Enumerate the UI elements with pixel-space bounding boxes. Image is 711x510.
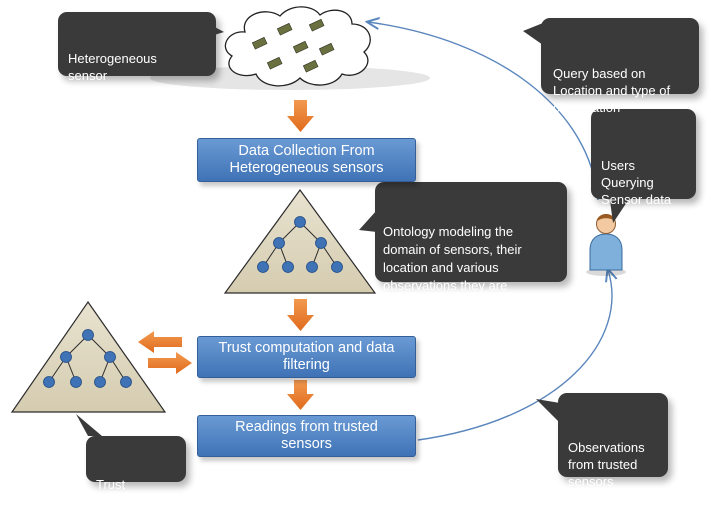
callout-pointer [359,210,377,232]
trust-ontology-tree-icon [10,300,167,413]
trust-computation-box: Trust computation and data filtering [197,336,416,378]
callout-heterogeneous-sensor-networks: Heterogeneous sensor networks [58,12,224,100]
readings-box: Readings from trusted sensors [197,415,416,457]
diagram-lines [10,6,626,441]
flow-arrows [138,100,314,410]
callout-pointer [523,23,543,45]
user-icon [586,214,626,276]
sensor-device-icons [251,18,335,73]
callout-pointer [609,193,633,223]
callout-pointer [198,18,224,40]
callout-observations: Observations from trusted sensors [536,393,668,489]
callout-query: Query based on Location and type of obse… [523,18,699,115]
callout-trust-ontology: Trust ontology [76,414,186,509]
callout-ontology-modeling: Ontology modeling the domain of sensors,… [359,182,567,311]
callout-text: Ontology modeling the domain of sensors,… [383,224,522,311]
callout-pointer [536,399,560,423]
arrow-cloud-to-collection [287,100,314,132]
response-arc [368,22,599,201]
query-arc [417,270,612,441]
readings-label: Readings from trusted sensors [235,419,378,452]
data-collection-label: Data Collection From Heterogeneous senso… [229,143,384,176]
callout-text: Observations from trusted sensors [568,440,645,489]
arrow-ontology-to-trust [287,299,314,331]
callout-text: Trust ontology [96,477,146,509]
arrow-to-trust-ontology [138,331,182,353]
trust-computation-label: Trust computation and data filtering [218,340,395,373]
data-collection-box: Data Collection From Heterogeneous senso… [197,138,416,182]
callout-text: Users Querying Sensor data [601,158,672,207]
callout-pointer [76,414,102,436]
arrow-trust-to-readings [287,380,314,410]
callout-text: Heterogeneous sensor networks [68,51,157,100]
callout-text: Query based on Location and type of obse… [553,66,671,115]
callout-users: Users Querying Sensor data [591,109,696,223]
ontology-tree-icon [223,188,377,294]
arrow-from-trust-ontology [148,352,192,374]
